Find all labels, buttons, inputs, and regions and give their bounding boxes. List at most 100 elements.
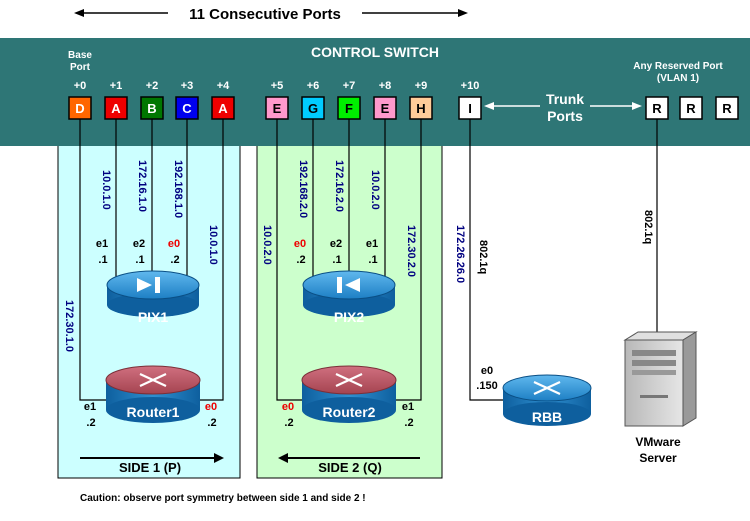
router-arrows-icon bbox=[335, 373, 363, 387]
router1-if-left: e1 bbox=[84, 401, 96, 413]
pix2-if1: e0 bbox=[294, 238, 306, 250]
port-offset-0: +0 bbox=[74, 80, 87, 92]
rbb-router: RBB bbox=[502, 374, 592, 426]
port-letter: E bbox=[381, 101, 390, 116]
switch-port-5: E bbox=[265, 96, 289, 120]
reserved-port-2: R bbox=[715, 96, 739, 120]
port-letter: H bbox=[416, 101, 425, 116]
router1-ip-left: .2 bbox=[86, 417, 95, 429]
caution-note: Caution: observe port symmetry between s… bbox=[80, 493, 366, 504]
switch-port-8: E bbox=[373, 96, 397, 120]
pix1-ip2: .1 bbox=[135, 254, 144, 266]
reserved-port-0: R bbox=[645, 96, 669, 120]
router2: Router2 bbox=[301, 365, 397, 423]
side1-label: SIDE 1 (P) bbox=[119, 460, 181, 475]
router2-ip-right: .2 bbox=[404, 417, 413, 429]
router2-ip-left: .2 bbox=[284, 417, 293, 429]
reserved-port-label: Any Reserved Port bbox=[633, 61, 723, 72]
switch-port-2: B bbox=[140, 96, 164, 120]
trunk-ports-label: Ports bbox=[547, 108, 583, 124]
router1: Router1 bbox=[105, 365, 201, 423]
switch-port-1: A bbox=[104, 96, 128, 120]
port-offset-5: +5 bbox=[271, 80, 284, 92]
switch-port-4: A bbox=[211, 96, 235, 120]
trunk-ports-arrow: Trunk Ports bbox=[484, 91, 642, 124]
net-label-side2-f: 172.16.2.0 bbox=[333, 160, 345, 212]
port-letter: A bbox=[218, 101, 228, 116]
port-letter: A bbox=[111, 101, 121, 116]
rbb-name: RBB bbox=[532, 409, 562, 425]
router2-if-right: e1 bbox=[402, 401, 414, 413]
pix2-if2: e2 bbox=[330, 238, 342, 250]
cabling bbox=[79, 118, 658, 401]
net-label-side1-a1: 10.0.1.0 bbox=[100, 170, 112, 210]
reserved-port-vlan-label: (VLAN 1) bbox=[657, 73, 699, 84]
net-label-side1-d: 172.30.1.0 bbox=[63, 300, 75, 352]
rbb-ip: .150 bbox=[476, 380, 497, 392]
port-offset-1: +1 bbox=[110, 80, 123, 92]
port-letter: I bbox=[468, 101, 472, 116]
port-offset-3: +3 bbox=[181, 80, 194, 92]
port-letter: F bbox=[345, 101, 353, 116]
vmware-name-2: Server bbox=[639, 451, 677, 465]
side2-label: SIDE 2 (Q) bbox=[318, 460, 382, 475]
pix1-name: PIX1 bbox=[138, 309, 169, 325]
port-offset-8: +8 bbox=[379, 80, 392, 92]
port-letter: C bbox=[182, 101, 192, 116]
pix-arrow-icon bbox=[345, 278, 360, 292]
pix1-ip1: .1 bbox=[98, 254, 107, 266]
consecutive-ports-label: 11 Consecutive Ports bbox=[189, 6, 341, 23]
port-offset-4: +4 bbox=[217, 80, 230, 92]
base-port-label: Base bbox=[68, 50, 92, 61]
reserved-port-letter: R bbox=[722, 101, 732, 116]
consecutive-ports-arrow: 11 Consecutive Ports bbox=[74, 6, 468, 23]
router1-name: Router1 bbox=[127, 404, 180, 420]
vmware-encap-label: 802.1q bbox=[642, 210, 654, 244]
switch-title: CONTROL SWITCH bbox=[311, 44, 439, 60]
rbb-encap-label: 802.1q bbox=[477, 240, 489, 274]
pix2-ip1: .2 bbox=[296, 254, 305, 266]
trunk-label: Trunk bbox=[546, 91, 584, 107]
port-letter: G bbox=[308, 101, 318, 116]
pix-arrow-icon bbox=[137, 278, 152, 292]
net-label-side1-c: 192.168.1.0 bbox=[172, 160, 184, 218]
port-offset-6: +6 bbox=[307, 80, 320, 92]
switch-port-10: I bbox=[458, 96, 482, 120]
pix1-firewall: PIX1 bbox=[106, 270, 200, 325]
port-letter: B bbox=[147, 101, 156, 116]
reserved-port-letter: R bbox=[652, 101, 662, 116]
net-label-side2-h: 172.30.2.0 bbox=[405, 225, 417, 277]
pix2-ip3: .1 bbox=[368, 254, 377, 266]
vmware-name: VMware bbox=[635, 435, 681, 449]
router-arrows-icon bbox=[139, 373, 167, 387]
pix2-if3: e1 bbox=[366, 238, 378, 250]
port-offset-2: +2 bbox=[146, 80, 159, 92]
port-letter: D bbox=[75, 101, 84, 116]
net-label-side2-g: 192.168.2.0 bbox=[297, 160, 309, 218]
switch-port-3: C bbox=[175, 96, 199, 120]
net-label-side2-e2: 10.0.2.0 bbox=[369, 170, 381, 210]
side1-arrow: SIDE 1 (P) bbox=[80, 453, 224, 475]
switch-port-9: H bbox=[409, 96, 433, 120]
pix2-ip2: .1 bbox=[332, 254, 341, 266]
reserved-port-1: R bbox=[679, 96, 703, 120]
base-port-label-2: Port bbox=[70, 62, 91, 73]
switch-port-0: D bbox=[68, 96, 92, 120]
port-letter: E bbox=[273, 101, 282, 116]
pix1-if2: e2 bbox=[133, 238, 145, 250]
router1-if-right: e0 bbox=[205, 401, 217, 413]
net-label-side1-a2: 10.0.1.0 bbox=[207, 225, 219, 265]
side2-arrow: SIDE 2 (Q) bbox=[278, 453, 420, 475]
net-label-rbb: 172.26.26.0 bbox=[454, 225, 466, 283]
rbb-if: e0 bbox=[481, 365, 493, 377]
router2-name: Router2 bbox=[323, 404, 376, 420]
port-offset-7: +7 bbox=[343, 80, 356, 92]
pix1-if3: e0 bbox=[168, 238, 180, 250]
port-offset-10: +10 bbox=[461, 80, 480, 92]
switch-port-6: G bbox=[301, 96, 325, 120]
reserved-port-letter: R bbox=[686, 101, 696, 116]
vmware-server-icon bbox=[623, 331, 698, 427]
pix1-ip3: .2 bbox=[170, 254, 179, 266]
net-label-side2-e1: 10.0.2.0 bbox=[261, 225, 273, 265]
router2-if-left: e0 bbox=[282, 401, 294, 413]
